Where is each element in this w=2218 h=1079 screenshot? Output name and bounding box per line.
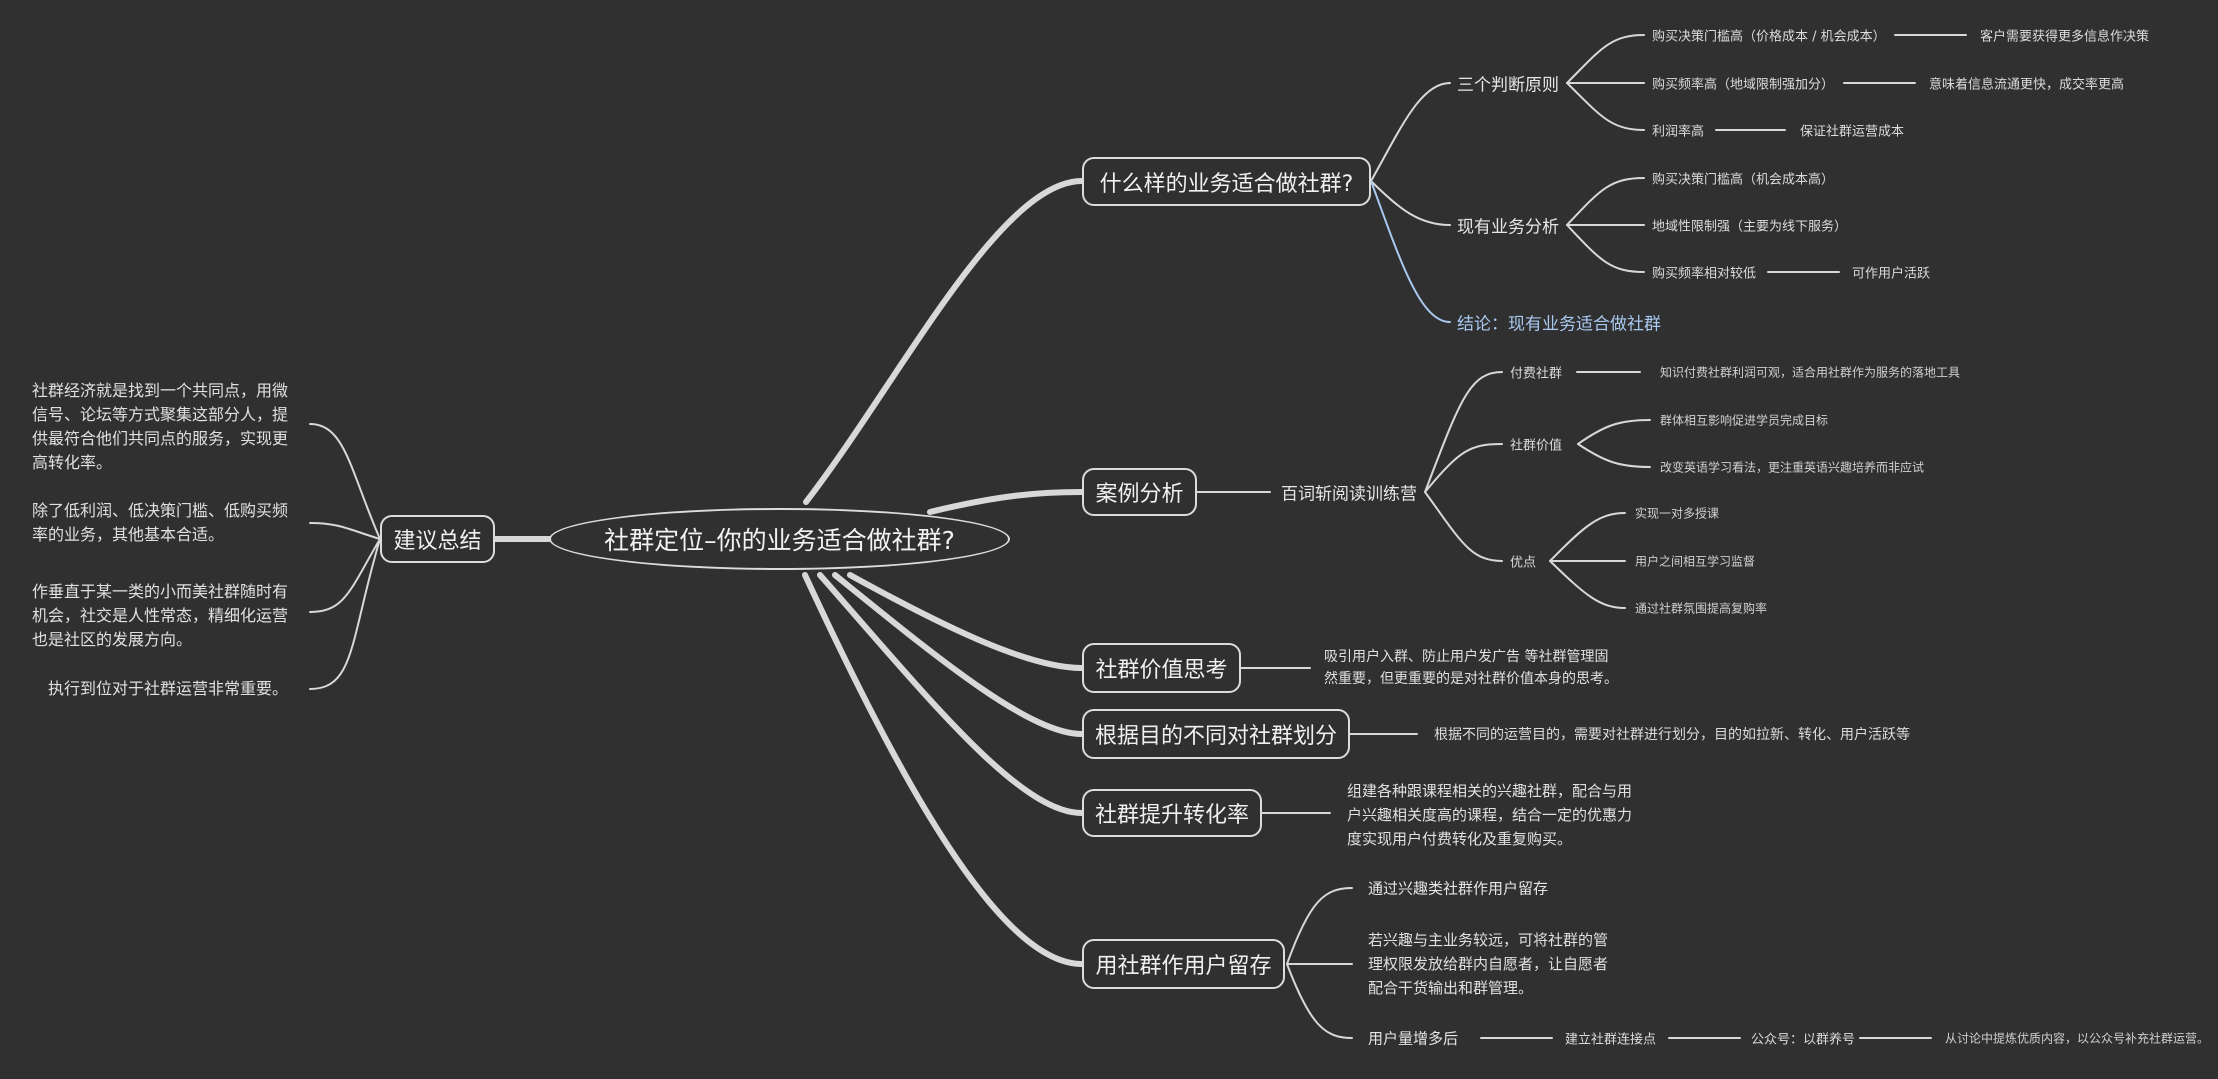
case-node[interactable]: 百词斩阅读训练营 bbox=[1281, 484, 1417, 505]
topic-summary[interactable]: 建议总结 bbox=[380, 515, 495, 563]
analysis-note[interactable]: 可作用户活跃 bbox=[1852, 266, 1931, 282]
topic-segmentation[interactable]: 根据目的不同对社群划分 bbox=[1082, 709, 1350, 759]
text-line: 配合干货输出和群管理。 bbox=[1368, 979, 1534, 997]
text-line: 执行到位对于社群运营非常重要。 bbox=[48, 679, 289, 698]
topic-label: 案例分析 bbox=[1095, 482, 1184, 507]
chain-item[interactable]: 建立社群连接点 bbox=[1565, 1032, 1657, 1048]
chain-item[interactable]: 从讨论中提炼优质内容，以公众号补充社群运营。 bbox=[1945, 1031, 2210, 1046]
retention-item[interactable]: 用户量增多后 bbox=[1368, 1029, 1459, 1048]
text-line: 组建各种跟课程相关的兴趣社群，配合与用 bbox=[1347, 782, 1633, 800]
retention-item[interactable]: 通过兴趣类社群作用户留存 bbox=[1368, 879, 1549, 898]
text-line: 度实现用户付费转化及重复购买。 bbox=[1347, 830, 1573, 848]
conclusion-node[interactable]: 结论：现有业务适合做社群 bbox=[1457, 314, 1661, 335]
topic-retention[interactable]: 用社群作用户留存 bbox=[1082, 939, 1285, 989]
analysis-item[interactable]: 购买决策门槛高（机会成本高） bbox=[1652, 172, 1835, 188]
text-line: 吸引用户入群、防止用户发广告 等社群管理固 bbox=[1324, 649, 1609, 665]
summary-item-1[interactable]: 社群经济就是找到一个共同点，用微信号、论坛等方式聚集这部分人，提供最符合他们共同… bbox=[32, 379, 288, 475]
topic-label: 用社群作用户留存 bbox=[1095, 954, 1272, 979]
topic-label: 什么样的业务适合做社群? bbox=[1099, 171, 1354, 197]
principle-note[interactable]: 客户需要获得更多信息作决策 bbox=[1980, 29, 2150, 45]
pros-item[interactable]: 实现一对多授课 bbox=[1635, 506, 1720, 521]
topic-label: 根据目的不同对社群划分 bbox=[1094, 724, 1337, 749]
conversion-note[interactable]: 组建各种跟课程相关的兴趣社群，配合与用户兴趣相关度高的课程，结合一定的优惠力度实… bbox=[1347, 779, 1632, 851]
topic-conversion[interactable]: 社群提升转化率 bbox=[1082, 789, 1262, 837]
topic-label: 社群价值思考 bbox=[1095, 658, 1228, 683]
topic-case-study[interactable]: 案例分析 bbox=[1082, 468, 1197, 516]
paid-community-node[interactable]: 付费社群 bbox=[1510, 366, 1563, 382]
central-topic[interactable]: 社群定位–你的业务适合做社群? bbox=[549, 508, 1010, 570]
pros-node[interactable]: 优点 bbox=[1510, 555, 1537, 571]
text-line: 信号、论坛等方式聚集这部分人，提 bbox=[32, 405, 289, 424]
summary-item-3[interactable]: 作垂直于某一类的小而美社群随时有机会，社交是人性常态，精细化运营也是社区的发展方… bbox=[32, 580, 288, 652]
value-thinking-note[interactable]: 吸引用户入群、防止用户发广告 等社群管理固然重要，但更重要的是对社群价值本身的思… bbox=[1324, 646, 1618, 690]
principle-item[interactable]: 购买频率高（地域限制强加分） bbox=[1652, 77, 1835, 93]
summary-item-2[interactable]: 除了低利润、低决策门槛、低购买频率的业务，其他基本合适。 bbox=[32, 499, 288, 547]
text-line: 除了低利润、低决策门槛、低购买频 bbox=[32, 501, 289, 520]
text-line: 供最符合他们共同点的服务，实现更 bbox=[32, 429, 289, 448]
analysis-item[interactable]: 地域性限制强（主要为线下服务） bbox=[1652, 219, 1848, 235]
topic-label: 社群提升转化率 bbox=[1094, 803, 1249, 828]
community-value-item[interactable]: 群体相互影响促进学员完成目标 bbox=[1660, 413, 1829, 428]
text-line: 户兴趣相关度高的课程，结合一定的优惠力 bbox=[1347, 806, 1633, 824]
text-line: 然重要，但更重要的是对社群价值本身的思考。 bbox=[1324, 671, 1618, 687]
topic-label: 建议总结 bbox=[393, 529, 482, 554]
text-line: 高转化率。 bbox=[32, 453, 113, 472]
principle-note[interactable]: 保证社群运营成本 bbox=[1800, 124, 1905, 140]
principle-item[interactable]: 购买决策门槛高（价格成本 / 机会成本） bbox=[1652, 29, 1886, 45]
principles-node[interactable]: 三个判断原则 bbox=[1457, 75, 1559, 96]
text-line: 理权限发放给群内自愿者，让自愿者 bbox=[1368, 955, 1609, 973]
community-value-node[interactable]: 社群价值 bbox=[1510, 438, 1563, 454]
principle-item[interactable]: 利润率高 bbox=[1652, 124, 1705, 140]
segmentation-note[interactable]: 根据不同的运营目的，需要对社群进行划分，目的如拉新、转化、用户活跃等 bbox=[1434, 727, 1910, 743]
central-topic-label: 社群定位–你的业务适合做社群? bbox=[604, 526, 955, 555]
topic-suitable-business[interactable]: 什么样的业务适合做社群? bbox=[1082, 157, 1371, 206]
topic-value-thinking[interactable]: 社群价值思考 bbox=[1082, 643, 1241, 693]
pros-item[interactable]: 用户之间相互学习监督 bbox=[1635, 554, 1756, 569]
community-value-item[interactable]: 改变英语学习看法，更注重英语兴趣培养而非应试 bbox=[1660, 460, 1925, 475]
chain-item[interactable]: 公众号：以群养号 bbox=[1751, 1032, 1856, 1048]
pros-item[interactable]: 通过社群氛围提高复购率 bbox=[1635, 601, 1768, 616]
principle-note[interactable]: 意味着信息流通更快，成交率更高 bbox=[1929, 77, 2125, 93]
text-line: 率的业务，其他基本合适。 bbox=[32, 525, 225, 544]
text-line: 作垂直于某一类的小而美社群随时有 bbox=[32, 582, 289, 601]
analysis-node[interactable]: 现有业务分析 bbox=[1457, 217, 1559, 238]
text-line: 若兴趣与主业务较远，可将社群的管 bbox=[1368, 931, 1609, 949]
text-line: 机会，社交是人性常态，精细化运营 bbox=[32, 606, 289, 625]
text-line: 社群经济就是找到一个共同点，用微 bbox=[32, 381, 289, 400]
retention-item[interactable]: 若兴趣与主业务较远，可将社群的管理权限发放给群内自愿者，让自愿者配合干货输出和群… bbox=[1368, 928, 1608, 1000]
text-line: 也是社区的发展方向。 bbox=[32, 630, 193, 649]
paid-community-note[interactable]: 知识付费社群利润可观，适合用社群作为服务的落地工具 bbox=[1660, 365, 1961, 380]
summary-item-4[interactable]: 执行到位对于社群运营非常重要。 bbox=[48, 677, 288, 701]
analysis-item[interactable]: 购买频率相对较低 bbox=[1652, 266, 1757, 282]
